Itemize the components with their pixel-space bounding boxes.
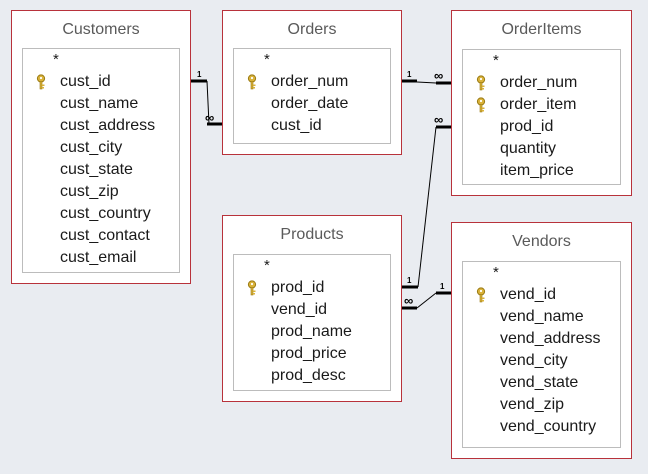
field-cust-name[interactable]: cust_name bbox=[60, 95, 139, 112]
field-order-num[interactable]: order_num bbox=[234, 71, 390, 93]
vendors-field-list[interactable]: * vend_id vend_name vend_address vend_ci… bbox=[462, 261, 621, 448]
many-label: ∞ bbox=[434, 112, 443, 127]
products-table-title: Products bbox=[280, 226, 344, 243]
customers-field-list[interactable]: * cust_id cust_name cust_address cust_ci… bbox=[22, 48, 180, 273]
field-order-num[interactable]: order_num bbox=[463, 72, 620, 94]
key-icon bbox=[476, 97, 486, 113]
field-label: order_item bbox=[500, 96, 577, 113]
field-vend-name[interactable]: vend_name bbox=[500, 308, 584, 325]
field-cust-id[interactable]: cust_id bbox=[271, 117, 322, 134]
field-cust-id[interactable]: cust_id bbox=[23, 71, 179, 93]
field-cust-address[interactable]: cust_address bbox=[60, 117, 156, 134]
field-label: prod_id bbox=[271, 279, 325, 296]
relationship-customers-orders[interactable]: 1 ∞ bbox=[191, 70, 222, 126]
field-all[interactable]: * bbox=[53, 51, 59, 68]
one-label: 1 bbox=[197, 70, 202, 79]
field-vend-id[interactable]: vend_id bbox=[463, 284, 620, 306]
field-label: vend_id bbox=[500, 286, 557, 303]
field-cust-contact[interactable]: cust_contact bbox=[60, 227, 150, 244]
key-icon bbox=[476, 75, 486, 91]
one-label: 1 bbox=[407, 70, 412, 79]
field-item-price[interactable]: item_price bbox=[500, 162, 574, 179]
orders-table[interactable]: Orders * order_num order_date cust_id bbox=[222, 10, 402, 155]
field-prod-desc[interactable]: prod_desc bbox=[271, 367, 346, 384]
key-icon bbox=[247, 280, 257, 296]
field-vend-address[interactable]: vend_address bbox=[500, 330, 601, 347]
field-prod-id[interactable]: prod_id bbox=[234, 277, 390, 299]
field-label: order_num bbox=[271, 73, 349, 90]
field-quantity[interactable]: quantity bbox=[500, 140, 557, 157]
field-prod-id[interactable]: prod_id bbox=[500, 118, 554, 135]
one-label: 1 bbox=[440, 282, 445, 291]
key-icon bbox=[247, 74, 257, 90]
products-field-list[interactable]: * prod_id vend_id prod_name prod_price p… bbox=[233, 254, 391, 391]
field-cust-country[interactable]: cust_country bbox=[60, 205, 151, 222]
orders-table-title: Orders bbox=[287, 21, 337, 38]
field-label: cust_id bbox=[60, 73, 111, 90]
key-icon bbox=[36, 74, 46, 90]
orderitems-table[interactable]: OrderItems * order_num order_item prod_ bbox=[451, 10, 632, 196]
relationship-orders-orderitems[interactable]: 1 ∞ bbox=[402, 68, 451, 85]
field-all[interactable]: * bbox=[493, 264, 499, 281]
field-vend-country[interactable]: vend_country bbox=[500, 418, 597, 435]
field-label: order_num bbox=[500, 74, 578, 91]
vendors-table[interactable]: Vendors * vend_id vend_name vend_address… bbox=[451, 222, 632, 459]
many-label: ∞ bbox=[404, 293, 413, 308]
one-label: 1 bbox=[407, 276, 412, 285]
key-icon bbox=[476, 287, 486, 303]
orderitems-field-list[interactable]: * order_num order_item prod_id quantity bbox=[462, 49, 621, 185]
field-order-item[interactable]: order_item bbox=[463, 94, 620, 116]
many-label: ∞ bbox=[205, 110, 214, 125]
field-all[interactable]: * bbox=[264, 51, 270, 68]
field-cust-state[interactable]: cust_state bbox=[60, 161, 133, 178]
field-vend-zip[interactable]: vend_zip bbox=[500, 396, 565, 413]
many-label: ∞ bbox=[434, 68, 443, 83]
field-all[interactable]: * bbox=[264, 257, 270, 274]
relationship-vendors-products[interactable]: 1 ∞ bbox=[402, 282, 451, 310]
field-order-date[interactable]: order_date bbox=[271, 95, 349, 112]
field-cust-email[interactable]: cust_email bbox=[60, 249, 137, 266]
orderitems-table-title: OrderItems bbox=[501, 21, 582, 38]
field-vend-city[interactable]: vend_city bbox=[500, 352, 568, 369]
orders-field-list[interactable]: * order_num order_date cust_id bbox=[233, 48, 391, 144]
field-cust-zip[interactable]: cust_zip bbox=[60, 183, 119, 200]
customers-table[interactable]: Customers * cust_id cust_name cust_addre… bbox=[11, 10, 191, 284]
vendors-table-title: Vendors bbox=[512, 233, 571, 250]
field-prod-name[interactable]: prod_name bbox=[271, 323, 352, 340]
field-cust-city[interactable]: cust_city bbox=[60, 139, 123, 156]
customers-table-title: Customers bbox=[62, 21, 140, 38]
field-prod-price[interactable]: prod_price bbox=[271, 345, 347, 362]
field-vend-id[interactable]: vend_id bbox=[271, 301, 328, 318]
field-vend-state[interactable]: vend_state bbox=[500, 374, 579, 391]
products-table[interactable]: Products * prod_id vend_id prod_name pro… bbox=[222, 215, 402, 402]
field-all[interactable]: * bbox=[493, 52, 499, 69]
relationship-products-orderitems[interactable]: ∞ 1 bbox=[402, 112, 451, 289]
